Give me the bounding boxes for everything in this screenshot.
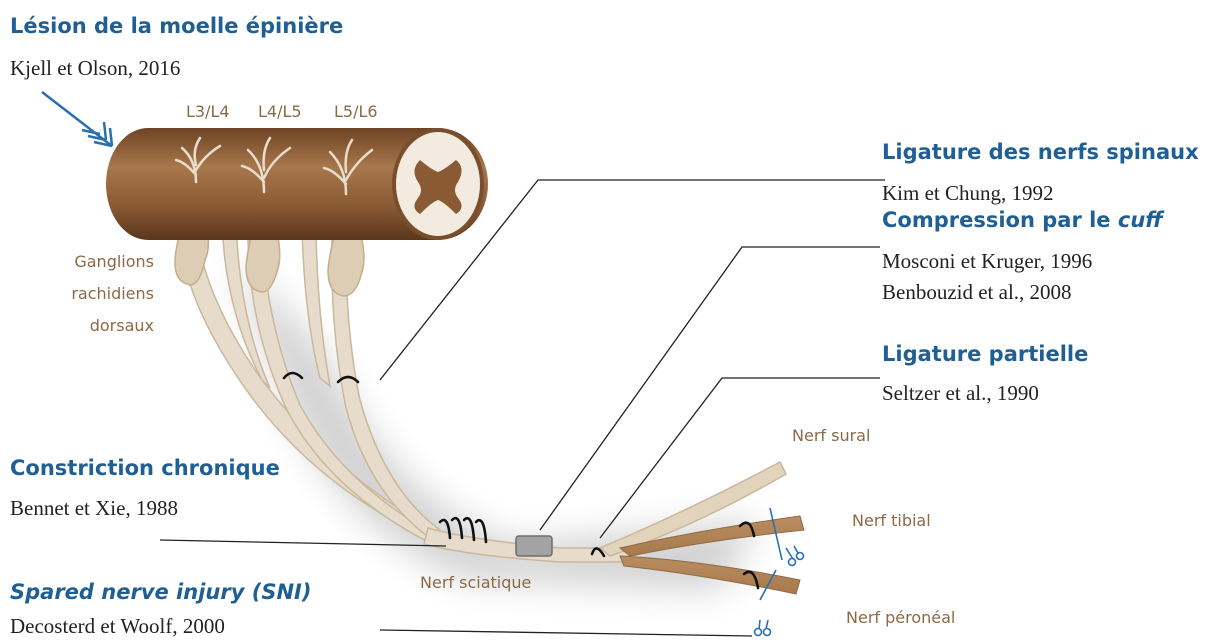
chronic-constriction-ref: Bennet et Xie, 1988: [10, 496, 178, 521]
spinal-cord: [106, 128, 488, 240]
cuff-compression-ref-1: Mosconi et Kruger, 1996: [882, 249, 1092, 274]
spared-nerve-injury-title: Spared nerve injury (SNI): [10, 580, 311, 604]
peroneal-nerve-label: Nerf péronéal: [846, 608, 955, 627]
partial-ligation-title: Ligature partielle: [882, 342, 1088, 366]
partial-ligation-ref: Seltzer et al., 1990: [882, 381, 1039, 406]
sural-nerve-label: Nerf sural: [792, 426, 870, 445]
spinal-injury-arrow: [42, 92, 112, 146]
cuff-implant: [516, 536, 552, 556]
tibial-nerve-label: Nerf tibial: [852, 511, 931, 530]
chronic-constriction-title: Constriction chronique: [10, 456, 280, 480]
ganglia-label-line-1: Ganglions: [58, 246, 154, 278]
cuff-compression-title: Compression par le cuff: [882, 208, 1163, 232]
ganglia-label-line-3: dorsaux: [58, 310, 154, 342]
spinal-nerve-ligation-ref: Kim et Chung, 1992: [882, 181, 1054, 206]
spinal-cord-injury-title: Lésion de la moelle épinière: [10, 14, 343, 38]
sni-leader: [380, 630, 752, 636]
ganglia-label: Ganglions rachidiens dorsaux: [58, 246, 154, 342]
cuff-word: cuff: [1118, 208, 1163, 232]
cuff-leader: [540, 247, 880, 530]
ganglia-label-line-2: rachidiens: [58, 278, 154, 310]
segment-label-l3l4: L3/L4: [186, 102, 230, 121]
psl-leader: [600, 378, 880, 538]
spinal-nerve-ligation-title: Ligature des nerfs spinaux: [882, 140, 1199, 164]
cuff-compression-ref-2: Benbouzid et al., 2008: [882, 280, 1072, 305]
segment-label-l4l5: L4/L5: [258, 102, 302, 121]
scissors-icon-1: [786, 546, 804, 566]
spared-nerve-injury-ref: Decosterd et Woolf, 2000: [10, 614, 225, 639]
sciatic-nerve-label: Nerf sciatique: [420, 573, 531, 592]
segment-label-l5l6: L5/L6: [334, 102, 378, 121]
scissors-icon-2: [755, 620, 771, 636]
spinal-cord-injury-ref: Kjell et Olson, 2016: [10, 56, 180, 81]
